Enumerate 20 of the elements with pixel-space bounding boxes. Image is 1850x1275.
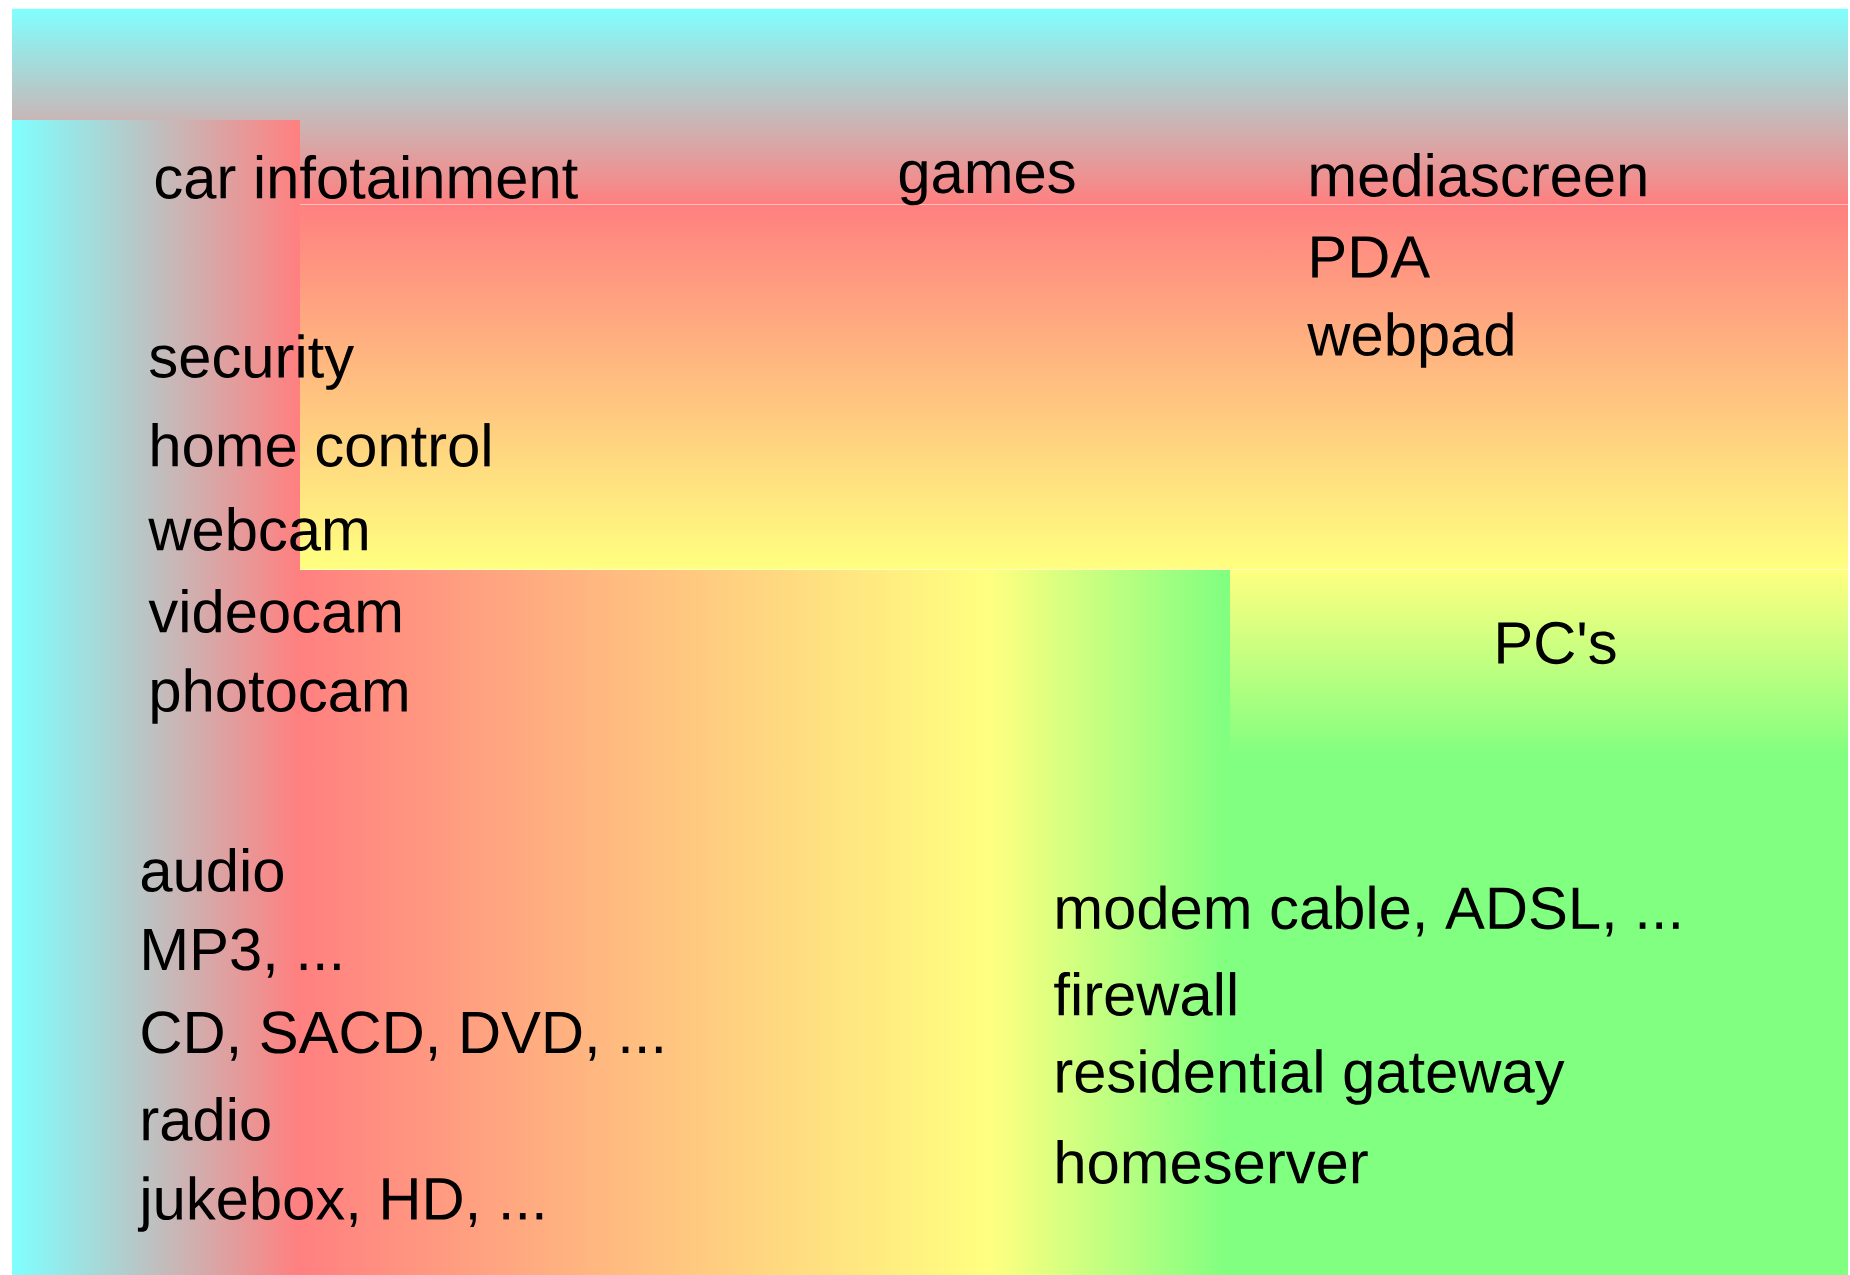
label-text: mediascreen	[1311, 153, 1646, 197]
label-text: radio	[143, 1097, 270, 1141]
label-text: jukebox, HD, ...	[137, 1176, 543, 1232]
label-text: games	[899, 160, 1075, 206]
label-text: webpad	[1307, 312, 1513, 368]
label-text: videocam	[148, 589, 401, 633]
label-text: modem cable, ADSL, ...	[1057, 885, 1679, 937]
label-text: webcam	[148, 507, 367, 551]
label-text: security	[150, 334, 355, 390]
label-text: photocam	[152, 668, 407, 724]
label-text: CD, SACD, DVD, ...	[142, 1011, 662, 1061]
label-text: audio	[141, 848, 283, 892]
label-text: PDA	[1312, 236, 1431, 278]
label-text: PC's	[1498, 621, 1616, 665]
label-text: car infotainment	[155, 155, 578, 199]
label-text: MP3, ...	[144, 928, 340, 978]
label-text: residential gateway	[1057, 1049, 1565, 1105]
label-text: firewall	[1054, 972, 1236, 1016]
label-text: homeserver	[1057, 1140, 1368, 1184]
label-text: home control	[152, 423, 490, 467]
